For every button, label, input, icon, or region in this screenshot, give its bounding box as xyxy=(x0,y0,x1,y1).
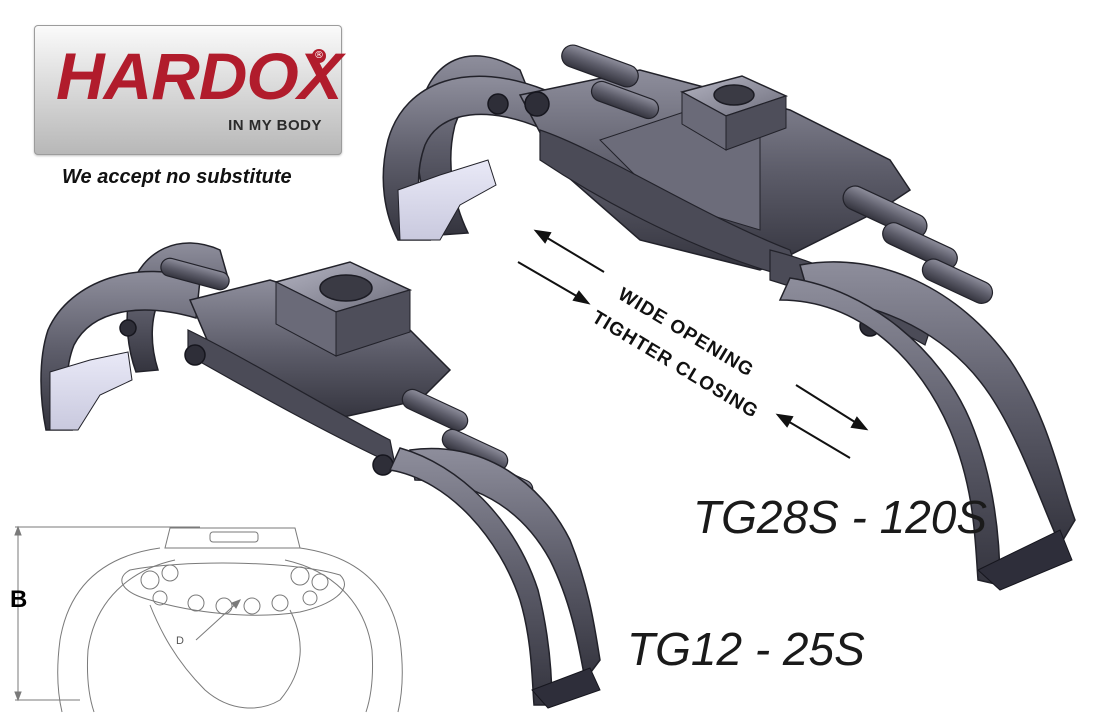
direction-arrows xyxy=(517,229,869,459)
diagram-point-label: D xyxy=(176,635,184,647)
model-label-small: TG12 - 25S xyxy=(627,623,865,675)
tagline: We accept no substitute xyxy=(62,166,292,188)
model-label-large: TG28S - 120S xyxy=(693,491,988,543)
logo-brand-text: HARDOX xyxy=(56,39,343,113)
small-grapple xyxy=(40,242,601,709)
dimension-diagram xyxy=(14,525,403,713)
dimension-b-label: B xyxy=(10,586,28,613)
registered-mark: ® xyxy=(312,49,326,63)
large-grapple xyxy=(382,44,1076,591)
hardox-logo: HARDOX ® IN MY BODY xyxy=(34,25,343,155)
logo-subline: IN MY BODY xyxy=(228,117,322,134)
